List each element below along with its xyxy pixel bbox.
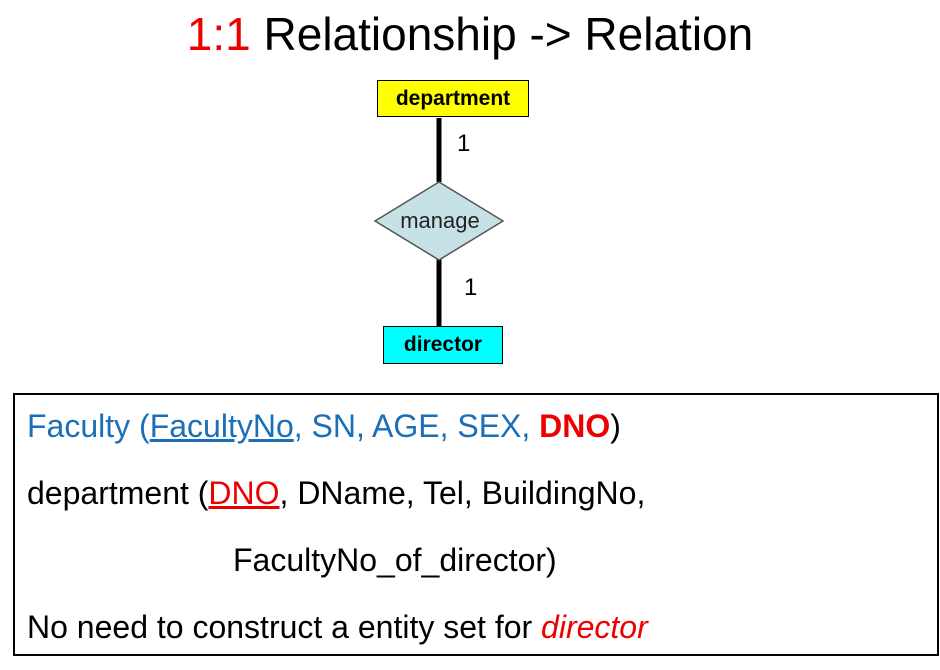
relation-department: department (DNO, DName, Tel, BuildingNo, [27,474,645,512]
relation-faculty: Faculty (FacultyNo, SN, AGE, SEX, DNO) [27,407,621,445]
department-pk: DNO [208,475,280,511]
page-title: 1:1 Relationship -> Relation [0,6,940,62]
cardinality-bottom: 1 [464,274,478,301]
faculty-name: Faculty ( [27,408,150,444]
note-text: No need to construct a entity set for [27,609,542,645]
note-emph: director [541,609,648,645]
faculty-close: ) [610,408,621,444]
faculty-pk: FacultyNo [149,408,294,444]
relationship-manage: manage [400,208,480,233]
faculty-fk: DNO [539,408,611,444]
title-text: Relationship -> Relation [250,8,754,60]
relations-box: Faculty (FacultyNo, SN, AGE, SEX, DNO) d… [13,393,939,656]
department-attrs: , DName, Tel, BuildingNo, [279,475,646,511]
entity-department: department [377,80,529,117]
entity-director: director [383,326,503,364]
relation-department-cont: FacultyNo_of_director) [233,542,557,578]
title-accent: 1:1 [186,8,251,60]
department-name: department ( [27,475,209,511]
faculty-attrs: , SN, AGE, SEX, [293,408,540,444]
note-line: No need to construct a entity set for di… [27,608,648,646]
er-diagram: department 1 manage 1 director [373,80,529,364]
er-connectors [373,118,505,326]
cardinality-top: 1 [457,130,471,157]
relationship-diamond [373,181,505,261]
